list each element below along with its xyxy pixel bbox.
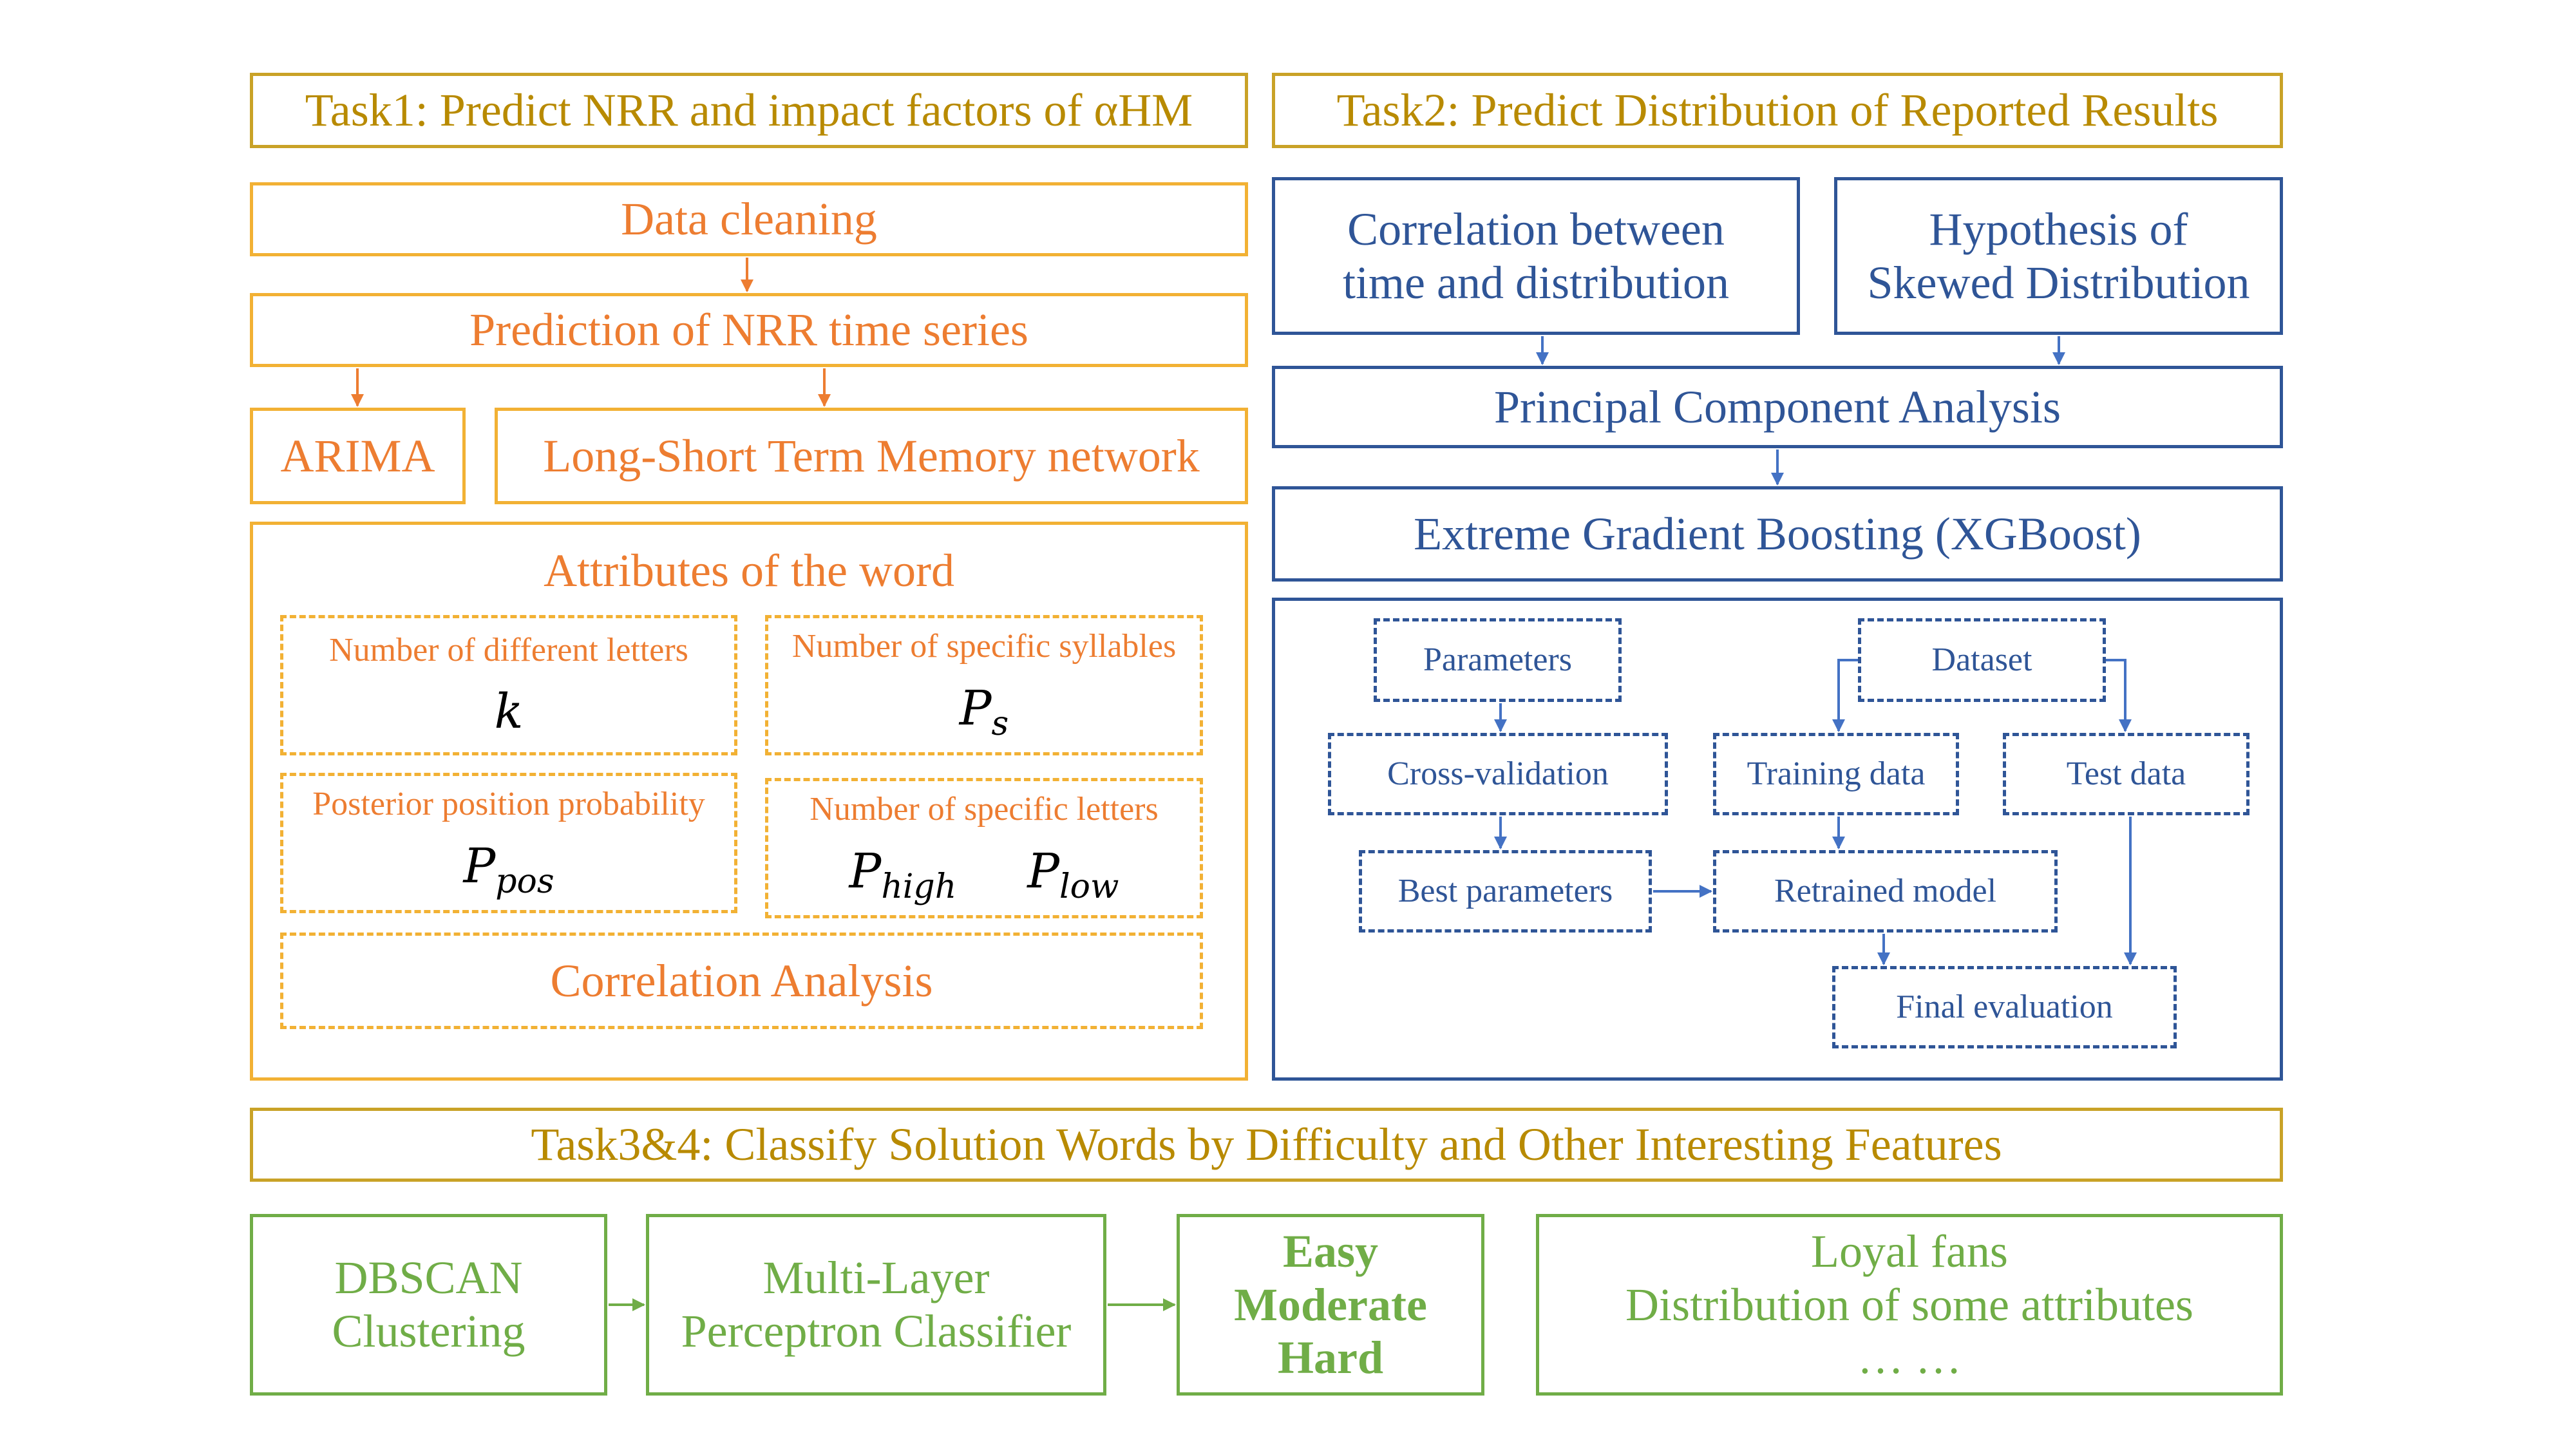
- best-parameters-node: Best parameters: [1359, 850, 1652, 933]
- difficulty-levels-box: Easy Moderate Hard: [1177, 1214, 1484, 1396]
- mlp-line1: Multi-Layer: [762, 1252, 990, 1304]
- time-distribution-line1: Correlation between: [1347, 203, 1725, 255]
- cross-validation-node: Cross-validation: [1328, 733, 1668, 815]
- attributes-panel: Attributes of the word: [250, 522, 1248, 1081]
- arima-box: ARIMA: [250, 408, 466, 504]
- dataset-text: Dataset: [1931, 641, 2032, 679]
- feature-ellipsis: … …: [1857, 1332, 1962, 1384]
- attr-cell-label: Number of different letters: [329, 631, 688, 668]
- mlp-line2: Perceptron Classifier: [681, 1305, 1072, 1357]
- level-hard: Hard: [1277, 1332, 1383, 1384]
- attr-cell-posterior-position: Posterior position probability Ppos: [280, 773, 737, 913]
- pca-text: Principal Component Analysis: [1494, 381, 2061, 433]
- attr-symbol-ps: Ps: [959, 680, 1009, 743]
- correlation-analysis-box: Correlation Analysis: [280, 933, 1203, 1029]
- hypothesis-line1: Hypothesis of: [1929, 203, 2188, 255]
- pca-box: Principal Component Analysis: [1272, 366, 2283, 448]
- hypothesis-line2: Skewed Distribution: [1867, 256, 2250, 308]
- retrained-model-node: Retrained model: [1713, 850, 2058, 933]
- feature-loyal-fans: Loyal fans: [1811, 1225, 2008, 1277]
- cross-validation-text: Cross-validation: [1387, 755, 1609, 793]
- arima-text: ARIMA: [280, 430, 435, 482]
- level-moderate: Moderate: [1234, 1278, 1427, 1331]
- lstm-text: Long-Short Term Memory network: [543, 430, 1200, 482]
- prediction-box: Prediction of NRR time series: [250, 293, 1248, 367]
- attributes-title: Attributes of the word: [544, 545, 954, 596]
- test-data-node: Test data: [2003, 733, 2249, 815]
- xgboost-box: Extreme Gradient Boosting (XGBoost): [1272, 486, 2283, 582]
- training-data-text: Training data: [1747, 755, 1926, 793]
- feature-distribution: Distribution of some attributes: [1625, 1278, 2193, 1331]
- test-data-text: Test data: [2066, 755, 2186, 793]
- parameters-text: Parameters: [1423, 641, 1572, 679]
- task2-header-text: Task2: Predict Distribution of Reported …: [1336, 84, 2219, 137]
- attr-cell-specific-syllables: Number of specific syllables Ps: [765, 615, 1203, 755]
- mlp-box: Multi-Layer Perceptron Classifier: [646, 1214, 1106, 1396]
- attr-symbol-ppos: Ppos: [463, 838, 554, 901]
- dbscan-line2: Clustering: [332, 1305, 526, 1357]
- retrained-model-text: Retrained model: [1774, 873, 1997, 910]
- training-data-node: Training data: [1713, 733, 1959, 815]
- lstm-box: Long-Short Term Memory network: [495, 408, 1248, 504]
- attr-cell-different-letters: Number of different letters k: [280, 615, 737, 755]
- task1-header: Task1: Predict NRR and impact factors of…: [250, 73, 1248, 148]
- dataset-node: Dataset: [1858, 618, 2106, 702]
- attr-cell-label: Number of specific letters: [810, 790, 1159, 828]
- task2-header: Task2: Predict Distribution of Reported …: [1272, 73, 2283, 148]
- xgboost-flow-panel: [1272, 598, 2283, 1081]
- best-parameters-text: Best parameters: [1397, 873, 1613, 910]
- arrow-dataset-to-training: [1832, 659, 1858, 732]
- data-cleaning-text: Data cleaning: [621, 193, 877, 245]
- time-distribution-correlation-box: Correlation between time and distributio…: [1272, 177, 1800, 335]
- prediction-text: Prediction of NRR time series: [469, 304, 1028, 356]
- other-features-box: Loyal fans Distribution of some attribut…: [1536, 1214, 2283, 1396]
- task1-header-text: Task1: Predict NRR and impact factors of…: [305, 84, 1193, 137]
- correlation-analysis-text: Correlation Analysis: [550, 954, 933, 1007]
- task34-header-text: Task3&4: Classify Solution Words by Diff…: [531, 1119, 2002, 1171]
- attr-symbol-k: k: [494, 684, 524, 740]
- arrow-dataset-to-test: [2106, 659, 2132, 732]
- xgboost-text: Extreme Gradient Boosting (XGBoost): [1414, 507, 2141, 560]
- attr-cell-label: Number of specific syllables: [791, 627, 1177, 665]
- task34-header: Task3&4: Classify Solution Words by Diff…: [250, 1108, 2283, 1182]
- time-distribution-line2: time and distribution: [1343, 256, 1729, 308]
- level-easy: Easy: [1282, 1225, 1379, 1277]
- parameters-node: Parameters: [1374, 618, 1622, 702]
- skewed-distribution-hypothesis-box: Hypothesis of Skewed Distribution: [1834, 177, 2283, 335]
- dbscan-box: DBSCAN Clustering: [250, 1214, 607, 1396]
- attr-cell-label: Posterior position probability: [312, 785, 705, 822]
- data-cleaning-box: Data cleaning: [250, 182, 1248, 256]
- dbscan-line1: DBSCAN: [334, 1252, 523, 1304]
- final-evaluation-text: Final evaluation: [1896, 989, 2113, 1026]
- final-evaluation-node: Final evaluation: [1832, 966, 2177, 1048]
